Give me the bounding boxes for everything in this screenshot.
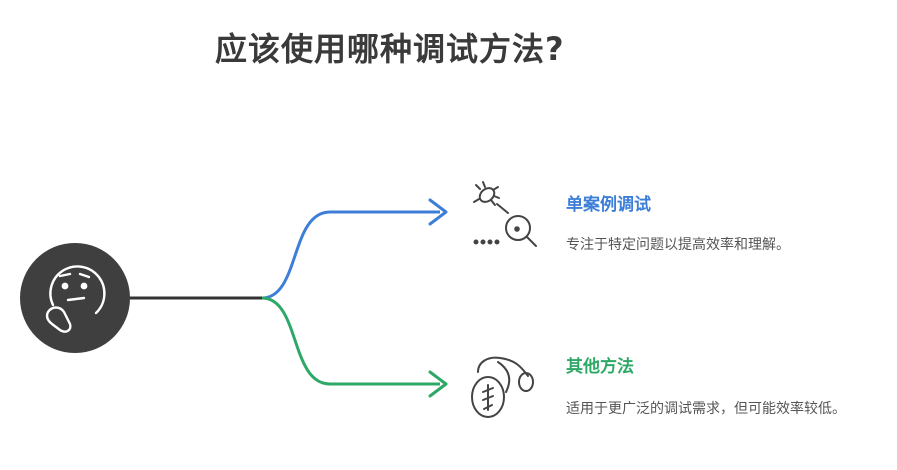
option-title-other-methods: 其他方法 xyxy=(566,357,634,377)
option-description-other-methods: 适用于更广泛的调试需求，但可能效率较低。 xyxy=(566,401,846,417)
plant-wrench-icon xyxy=(471,356,534,418)
arrow-head-top xyxy=(428,198,448,226)
branch-connector-top xyxy=(261,210,440,300)
option-title-single-case: 单案例调试 xyxy=(566,195,651,215)
thinking-face-icon xyxy=(45,265,106,333)
arrow-head-bottom xyxy=(428,370,448,398)
branch-connector-bottom xyxy=(261,296,440,386)
option-description-single-case: 专注于特定问题以提高效率和理解。 xyxy=(566,237,790,253)
bug-magnifier-icon xyxy=(473,181,537,247)
diagram-title: 应该使用哪种调试方法? xyxy=(215,30,565,68)
